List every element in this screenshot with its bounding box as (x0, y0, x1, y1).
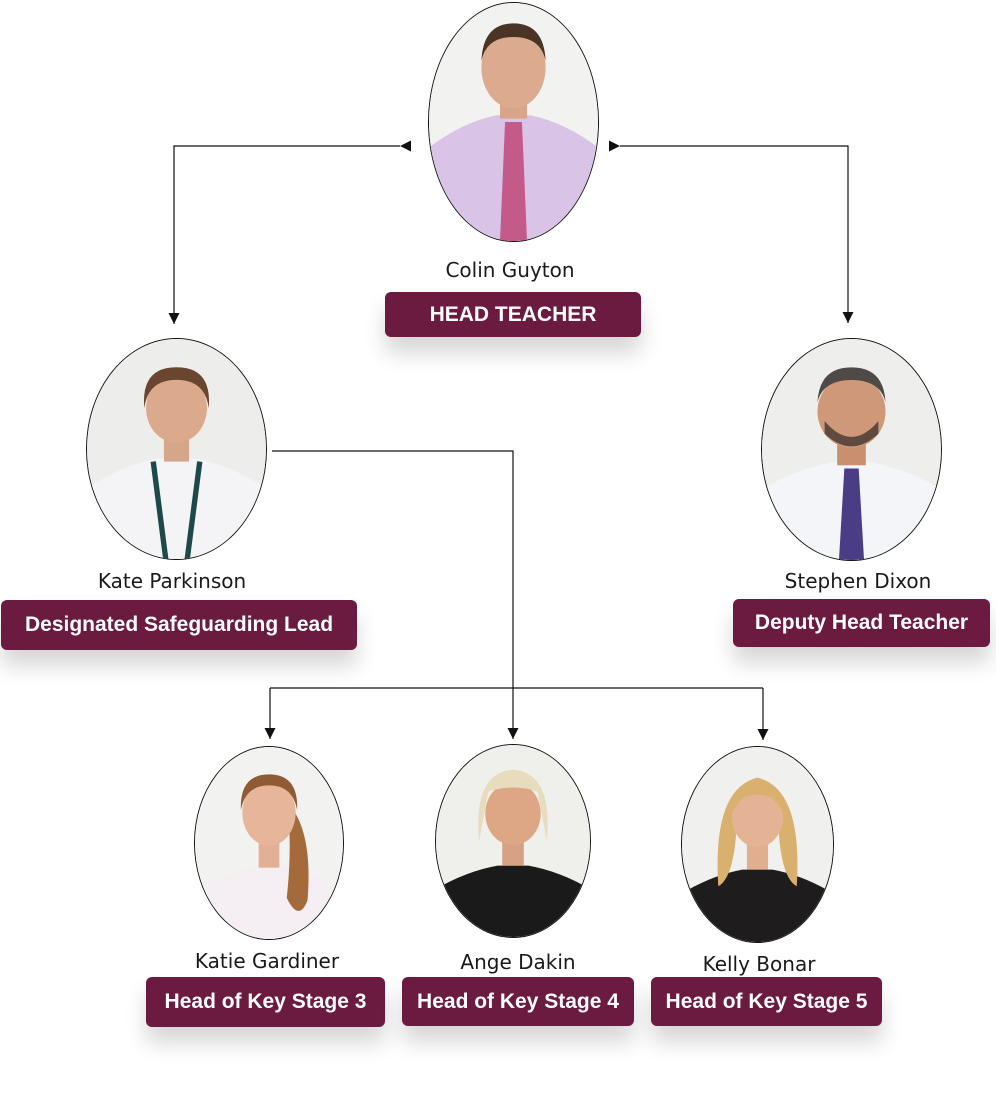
portrait-katie-gardiner (194, 746, 344, 940)
portrait-kelly-bonar (681, 746, 834, 943)
person-name: Kate Parkinson (97, 569, 247, 593)
connector-dsl-to-ks4 (272, 450, 519, 739)
role-badge-designated-safeguarding-lead: Designated Safeguarding Lead (1, 600, 357, 650)
connector-head-to-deputy (609, 140, 854, 323)
person-photo-icon (682, 747, 833, 942)
role-badge-head-teacher: HEAD TEACHER (385, 292, 641, 337)
person-photo-icon (195, 747, 343, 939)
person-name: Colin Guyton (445, 258, 575, 282)
person-name: Katie Gardiner (194, 949, 340, 973)
person-photo-icon (762, 339, 941, 560)
portrait-colin-guyton (428, 2, 599, 242)
role-badge-deputy-head-teacher: Deputy Head Teacher (733, 599, 990, 647)
person-name: Kelly Bonar (702, 952, 816, 976)
person-name: Stephen Dixon (784, 569, 932, 593)
person-photo-icon (436, 745, 590, 937)
person-photo-icon (87, 339, 266, 559)
portrait-kate-parkinson (86, 338, 267, 560)
role-badge-head-of-key-stage-4: Head of Key Stage 4 (402, 977, 634, 1026)
role-badge-head-of-key-stage-3: Head of Key Stage 3 (146, 977, 385, 1027)
role-badge-head-of-key-stage-5: Head of Key Stage 5 (651, 977, 882, 1026)
person-photo-icon (429, 3, 598, 241)
person-name: Ange Dakin (460, 950, 576, 974)
portrait-ange-dakin (435, 744, 591, 938)
connector-head-to-dsl (168, 140, 411, 324)
portrait-stephen-dixon (761, 338, 942, 561)
